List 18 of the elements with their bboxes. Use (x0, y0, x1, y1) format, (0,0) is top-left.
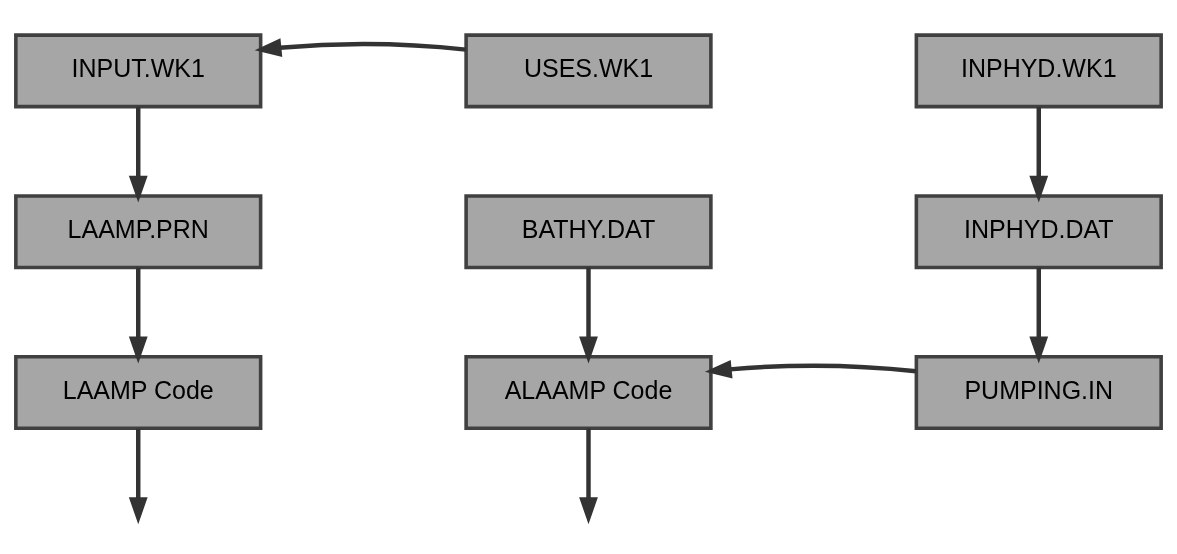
arrow (128, 106, 148, 203)
node-box: ALAAMP Code (464, 354, 713, 430)
arrow (579, 428, 598, 525)
arrow (579, 267, 598, 364)
node-box: INPHYD.DAT (914, 194, 1163, 270)
arrow (128, 267, 148, 364)
node-box: INPHYD.WK1 (914, 33, 1163, 109)
arrow (704, 359, 917, 379)
node-box: PUMPING.IN (914, 354, 1163, 430)
arrow (254, 38, 467, 57)
node-box: LAAMP Code (14, 354, 263, 430)
arrow (128, 428, 148, 525)
node-box: LAAMP.PRN (14, 194, 263, 270)
arrow (1029, 267, 1049, 364)
arrow (1029, 106, 1049, 203)
node-box: BATHY.DAT (464, 194, 713, 270)
node-box: INPUT.WK1 (14, 33, 263, 109)
node-box: USES.WK1 (464, 33, 713, 109)
